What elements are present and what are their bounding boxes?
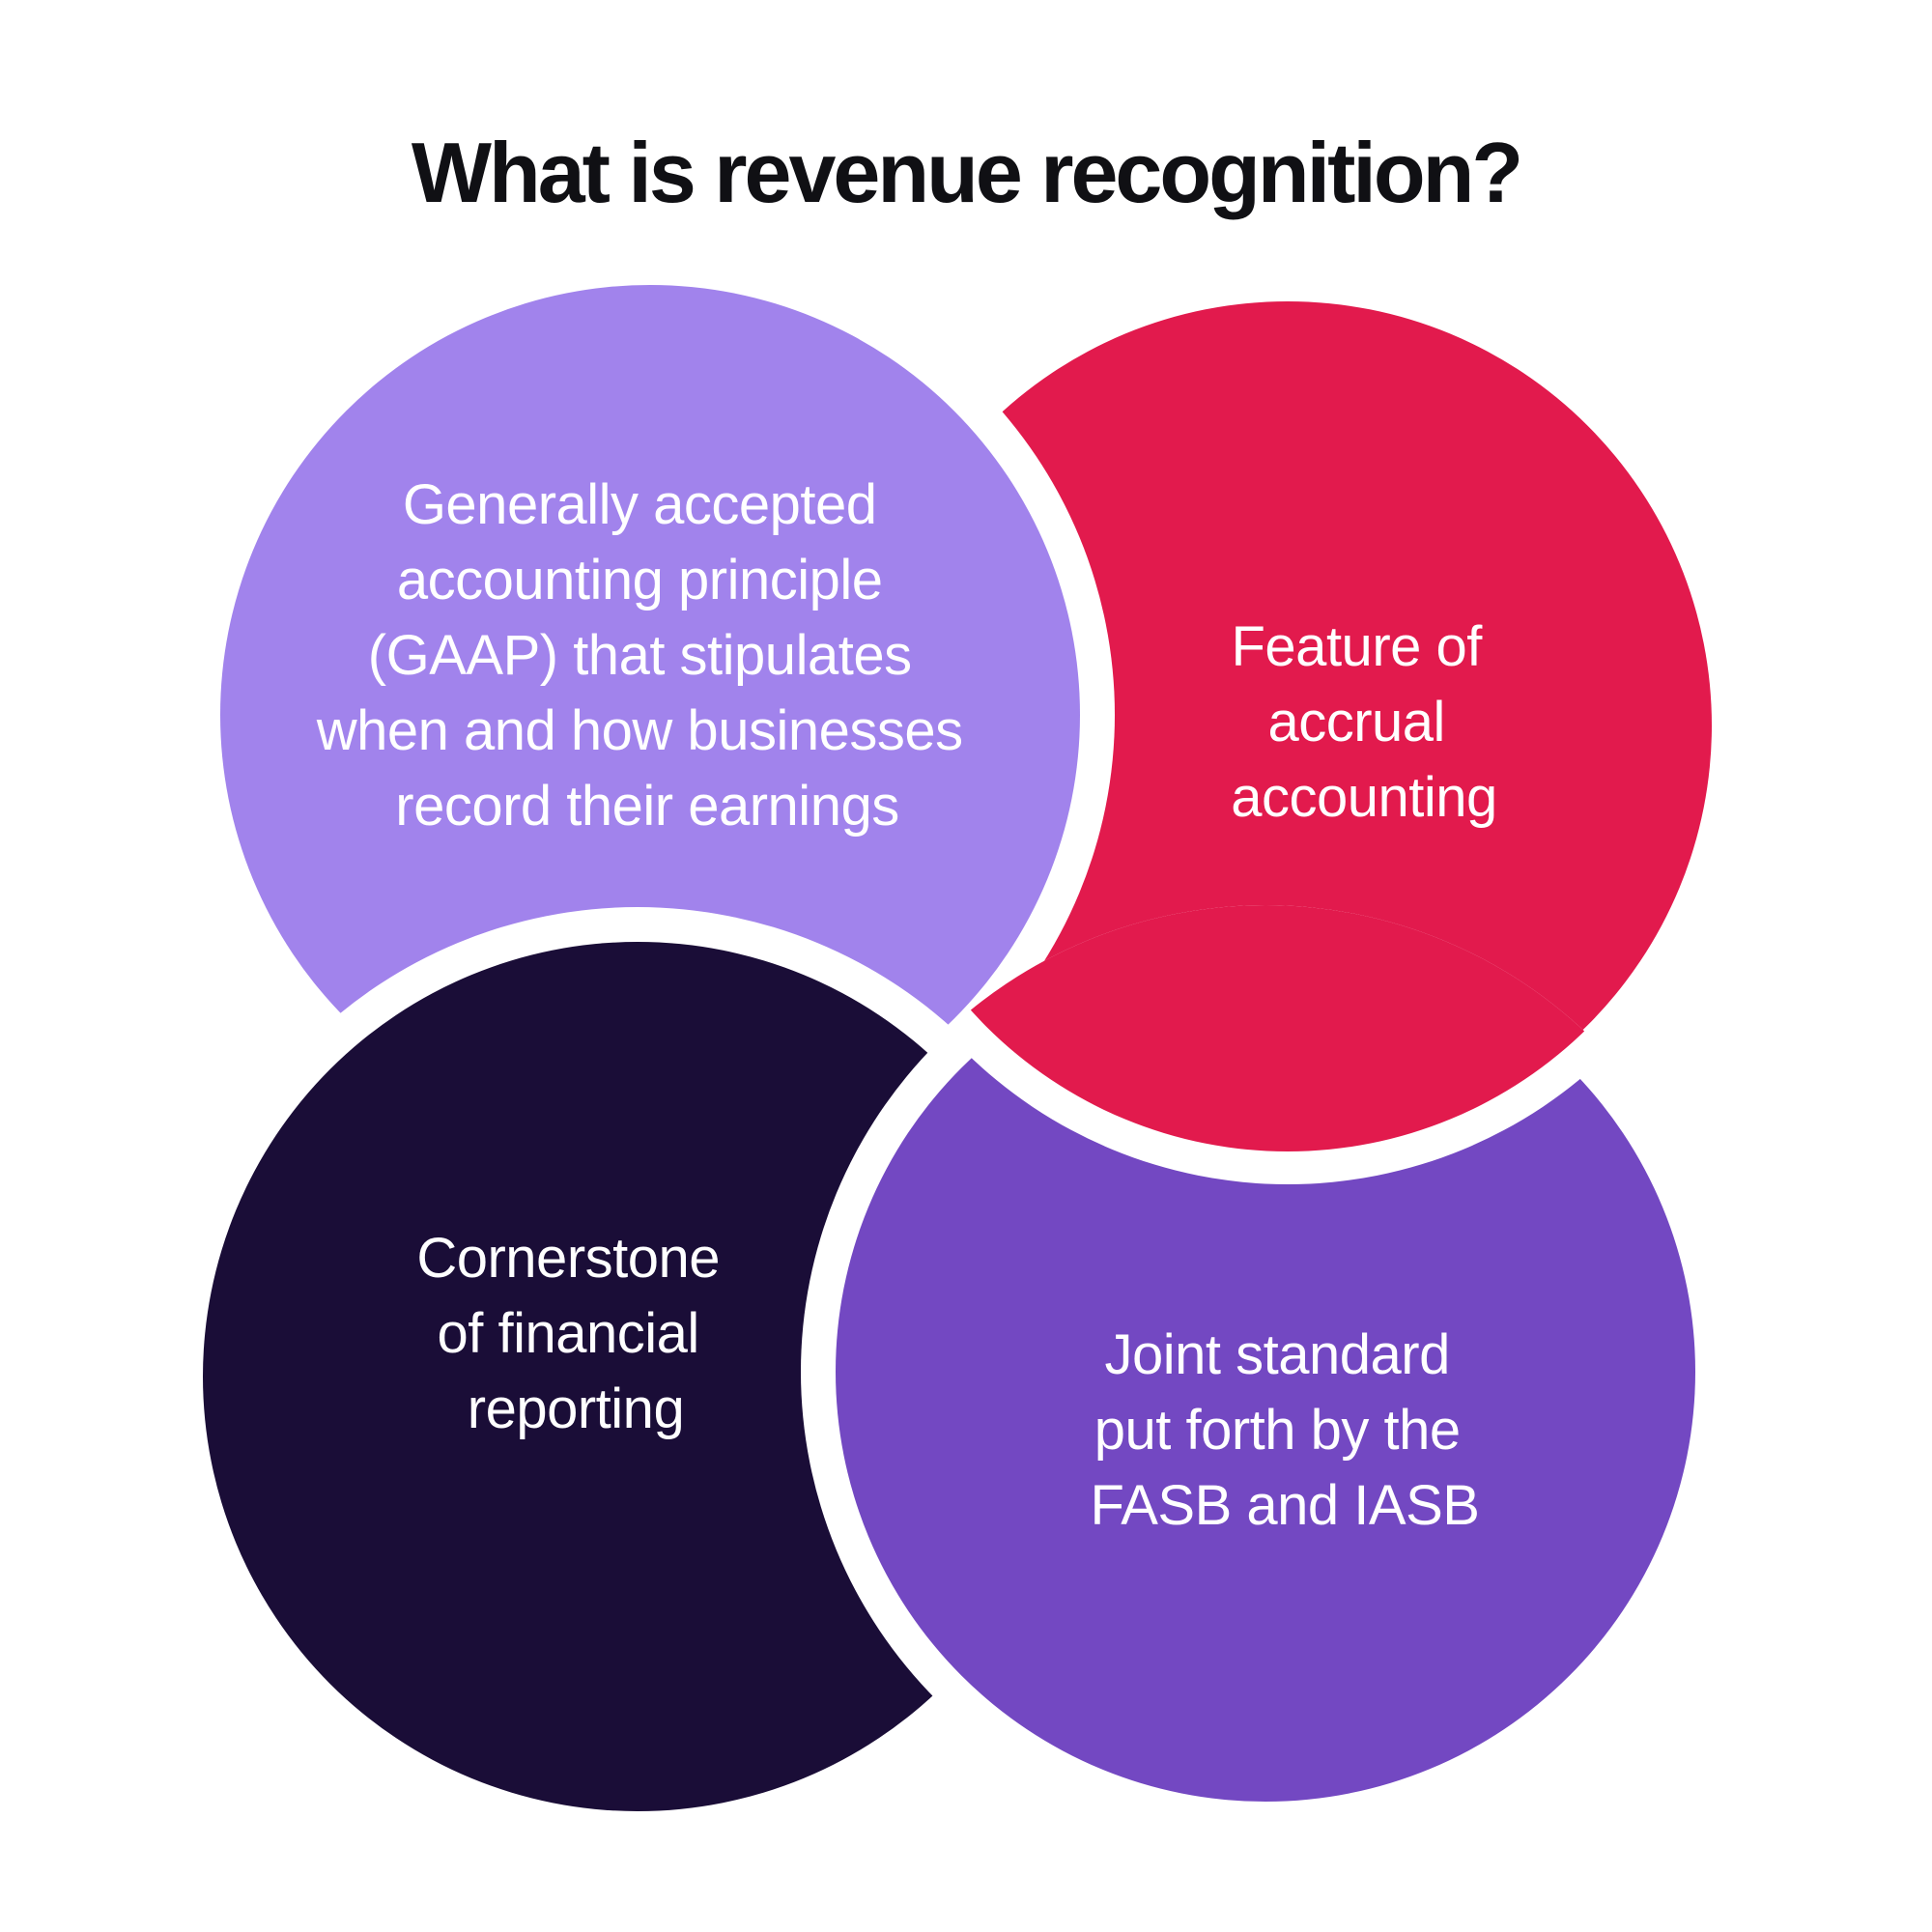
joint-standard-label-line: Joint standard — [1105, 1323, 1450, 1386]
gaap-label-line: accounting principle — [397, 549, 883, 611]
gaap-label-line: record their earnings — [395, 775, 898, 838]
circle-joint-standard — [801, 907, 1730, 1836]
page-title: What is revenue recognition? — [412, 125, 1520, 220]
gaap-label: Generally accepted accounting principle … — [316, 473, 978, 838]
accrual-circle-fill — [864, 301, 1712, 1150]
joint-standard-label-line: put forth by the — [1094, 1399, 1461, 1462]
cornerstone-label-line: Cornerstone — [416, 1227, 720, 1290]
circle-gaap — [185, 250, 1115, 1179]
gaap-label-line: when and how businesses — [316, 699, 963, 762]
joint-standard-label: Joint standard put forth by the FASB and… — [1091, 1323, 1480, 1537]
gaap-circle-fill — [220, 285, 1080, 1145]
accrual-label-line: accrual — [1267, 691, 1444, 753]
joint-standard-circle-fill — [836, 942, 1695, 1802]
accrual-label-line: Feature of — [1232, 615, 1484, 678]
gaap-label-line: Generally accepted — [403, 473, 877, 536]
cornerstone-label-line: reporting — [468, 1378, 684, 1440]
accrual-label: Feature of accrual accounting — [1231, 615, 1497, 829]
gaap-label-line: (GAAP) that stipulates — [368, 624, 912, 687]
accrual-label-line: accounting — [1231, 766, 1497, 829]
joint-standard-label-line: FASB and IASB — [1091, 1474, 1480, 1537]
cornerstone-label: Cornerstone of financial reporting — [416, 1227, 734, 1440]
cornerstone-label-line: of financial — [438, 1302, 699, 1365]
